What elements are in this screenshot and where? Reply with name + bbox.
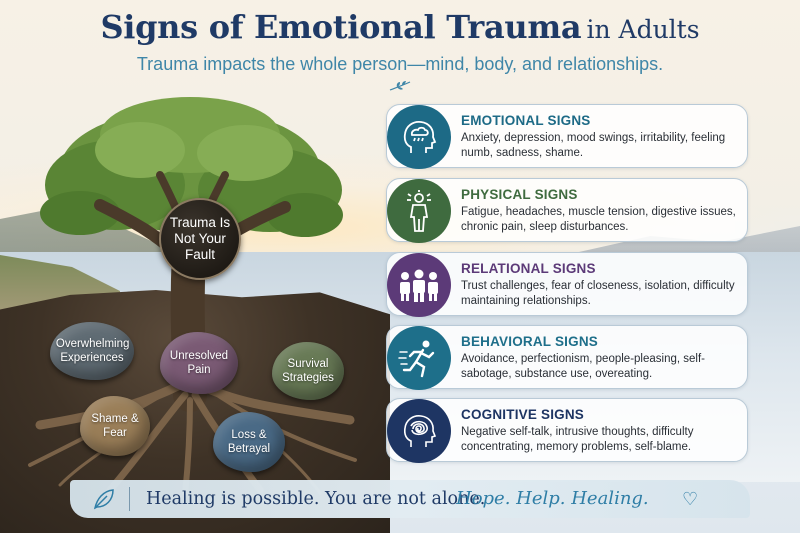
body-tension-icon xyxy=(407,190,431,232)
healing-tagline: Hope. Help. Healing. xyxy=(456,488,649,509)
head-raincloud-icon xyxy=(403,121,437,153)
leaf-sprig-icon xyxy=(389,81,411,91)
sign-heading: RELATIONAL SIGNS xyxy=(461,261,596,276)
ic-circle xyxy=(387,179,451,243)
sign-text: Anxiety, depression, mood swings, irrita… xyxy=(461,132,726,159)
stone-label: Loss & Betrayal xyxy=(227,429,271,455)
stone-label: Shame & Fear xyxy=(91,413,139,439)
leaf-icon xyxy=(93,489,114,510)
ic-circle xyxy=(387,253,451,317)
healing-banner: Healing is possible. You are not alone. … xyxy=(70,480,750,518)
stone-loss-betrayal: Loss & Betrayal xyxy=(213,412,285,472)
heart-icon: ♡ xyxy=(682,489,699,509)
tree-illustration xyxy=(28,97,357,495)
sign-text: Fatigue, headaches, muscle tension, dige… xyxy=(461,206,736,233)
healing-message: Healing is possible. You are not alone. xyxy=(146,489,486,509)
stone-label: Overwhelming Experiences xyxy=(55,338,130,364)
stone-label: Survival Strategies xyxy=(282,358,334,384)
tree-roots xyxy=(28,380,357,495)
sign-heading: COGNITIVE SIGNS xyxy=(461,407,585,422)
three-people-icon xyxy=(400,269,438,302)
relational-signs-card: RELATIONAL SIGNS Trust challenges, fear … xyxy=(386,252,748,317)
running-person-icon xyxy=(398,340,435,378)
behavioral-signs-card: BEHAVIORAL SIGNS Avoidance, perfectionis… xyxy=(386,325,748,390)
ic-circle xyxy=(387,105,451,169)
stone-label: Unresolved Pain xyxy=(169,350,229,376)
sign-heading: PHYSICAL SIGNS xyxy=(461,187,578,202)
head-tangle-icon xyxy=(403,415,437,447)
page-subtitle: Trauma impacts the whole person—mind, bo… xyxy=(136,54,664,74)
title-sub: in Adults xyxy=(586,15,700,44)
physical-signs-card: PHYSICAL SIGNS Fatigue, headaches, muscl… xyxy=(386,178,748,243)
trauma-not-your-fault-badge: Trauma Is Not Your Fault xyxy=(159,198,241,280)
stone-shame-fear: Shame & Fear xyxy=(80,396,150,456)
sign-text: Trust challenges, fear of closeness, iso… xyxy=(461,280,735,307)
stone-unresolved-pain: Unresolved Pain xyxy=(160,332,238,394)
stone-overwhelming-experiences: Overwhelming Experiences xyxy=(50,322,134,380)
title-main: Signs of Emotional Trauma xyxy=(100,8,582,46)
banner-divider xyxy=(129,487,130,511)
badge-text: Trauma Is Not Your Fault xyxy=(169,215,231,262)
sign-heading: EMOTIONAL SIGNS xyxy=(461,113,591,128)
ic-circle xyxy=(387,326,451,390)
stone-survival-strategies: Survival Strategies xyxy=(272,342,344,400)
page-title: Signs of Emotional Trauma in Adults xyxy=(0,8,800,46)
sign-heading: BEHAVIORAL SIGNS xyxy=(461,334,598,349)
ic-circle xyxy=(387,399,451,463)
sign-text: Avoidance, perfectionism, people-pleasin… xyxy=(461,353,705,380)
emotional-signs-card: EMOTIONAL SIGNS Anxiety, depression, moo… xyxy=(386,104,748,169)
sign-text: Negative self-talk, intrusive thoughts, … xyxy=(461,426,694,453)
cognitive-signs-card: COGNITIVE SIGNS Negative self-talk, intr… xyxy=(386,398,748,463)
